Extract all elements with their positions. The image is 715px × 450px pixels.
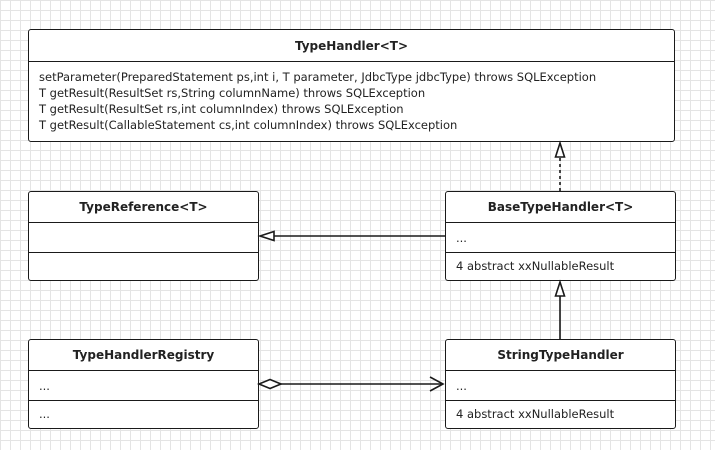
attributes-string-type-handler: ... <box>446 370 675 400</box>
edge-registry-to-string-aggregation[interactable] <box>256 376 445 392</box>
attributes-type-handler-registry: ... <box>29 370 258 400</box>
attributes-type-reference <box>29 222 258 252</box>
methods-type-handler: setParameter(PreparedStatement ps,int i,… <box>29 61 674 141</box>
methods-string-type-handler: 4 abstract xxNullableResult <box>446 400 675 427</box>
method-set-parameter: setParameter(PreparedStatement ps,int i,… <box>39 70 597 84</box>
class-name-base-type-handler: BaseTypeHandler<T> <box>487 200 634 214</box>
methods-type-reference <box>29 252 258 279</box>
edge-base-to-type-reference-generalization[interactable] <box>257 230 445 242</box>
class-string-type-handler[interactable]: StringTypeHandler ... 4 abstract xxNulla… <box>445 339 676 429</box>
edge-string-to-base-generalization[interactable] <box>554 279 566 339</box>
class-type-handler-registry[interactable]: TypeHandlerRegistry ... ... <box>28 339 259 429</box>
method-get-result-callable: T getResult(CallableStatement cs,int col… <box>39 118 458 132</box>
methods-type-handler-registry: ... <box>29 400 258 427</box>
class-name-string-type-handler: StringTypeHandler <box>497 348 624 362</box>
class-base-type-handler[interactable]: BaseTypeHandler<T> ... 4 abstract xxNull… <box>445 191 676 281</box>
class-name-type-reference: TypeReference<T> <box>79 200 208 214</box>
attributes-base-type-handler: ... <box>446 222 675 252</box>
class-type-reference[interactable]: TypeReference<T> <box>28 191 259 281</box>
class-type-handler[interactable]: TypeHandler<T> setParameter(PreparedStat… <box>28 29 675 142</box>
class-name-type-handler: TypeHandler<T> <box>294 38 409 53</box>
method-get-result-column-index: T getResult(ResultSet rs,int columnIndex… <box>39 102 404 116</box>
edge-base-to-type-handler-realization[interactable] <box>554 140 566 191</box>
methods-base-type-handler: 4 abstract xxNullableResult <box>446 252 675 279</box>
method-get-result-column-name: T getResult(ResultSet rs,String columnNa… <box>39 86 426 100</box>
class-name-type-handler-registry: TypeHandlerRegistry <box>72 348 215 362</box>
